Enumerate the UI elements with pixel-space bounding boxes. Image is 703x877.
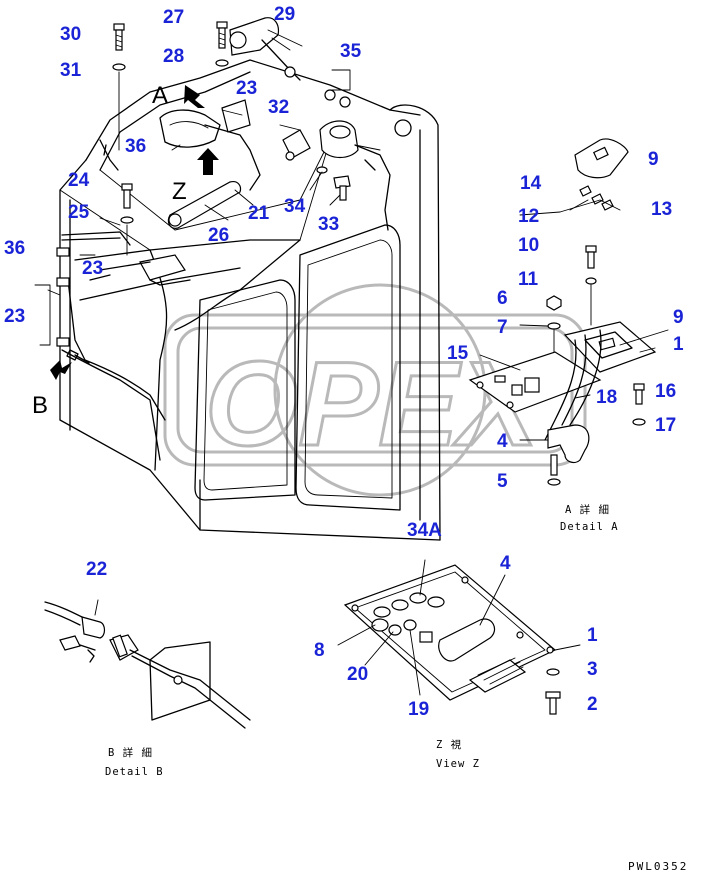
part-label-2: 2 — [587, 694, 598, 715]
part-label-13: 13 — [651, 199, 672, 220]
caption-detail-b-en: Detail B — [105, 766, 164, 778]
part-label-6: 6 — [497, 288, 508, 309]
view-letter-z: Z — [172, 178, 187, 205]
part-label-27: 27 — [163, 7, 184, 28]
top-components — [50, 17, 391, 380]
drawing-code: PWL0352 — [628, 860, 688, 873]
part-label-18: 18 — [596, 387, 617, 408]
part-label-8: 8 — [314, 640, 325, 661]
part-label-14: 14 — [520, 173, 542, 194]
caption-view-z-en: View Z — [436, 758, 480, 770]
part-label-32: 32 — [268, 97, 289, 118]
part-number-labels: 30 31 27 28 29 35 23 32 36 24 25 34 33 2… — [4, 4, 684, 720]
caption-view-z-jp: Z 視 — [436, 738, 462, 751]
part-label-23-left: 23 — [4, 306, 25, 327]
part-label-5: 5 — [497, 471, 508, 492]
part-label-20: 20 — [347, 664, 368, 685]
watermark-text: OPEX — [205, 337, 545, 471]
part-label-1-low: 1 — [587, 625, 598, 646]
captions: A 詳 細 Detail A B 詳 細 Detail B Z 視 View Z… — [105, 503, 688, 873]
view-letter-b: B — [32, 392, 48, 419]
view-letters: A B Z — [32, 82, 187, 419]
caption-detail-a-en: Detail A — [560, 521, 619, 533]
part-label-29: 29 — [274, 4, 295, 25]
part-label-10: 10 — [518, 235, 539, 256]
part-label-4-low: 4 — [500, 553, 511, 574]
part-label-11: 11 — [518, 269, 539, 290]
part-label-28: 28 — [163, 46, 184, 67]
part-label-26: 26 — [208, 225, 229, 246]
part-label-23-top: 23 — [236, 78, 257, 99]
part-label-7: 7 — [497, 317, 508, 338]
part-label-33: 33 — [318, 214, 339, 235]
part-label-24: 24 — [68, 170, 90, 191]
part-label-15: 15 — [447, 343, 469, 364]
part-label-22: 22 — [86, 559, 107, 580]
caption-detail-a-jp: A 詳 細 — [565, 503, 610, 516]
part-label-36-left: 36 — [4, 238, 25, 259]
part-label-16: 16 — [655, 381, 676, 402]
part-label-9-mid: 9 — [673, 307, 684, 328]
part-label-12: 12 — [518, 206, 539, 227]
part-label-36-top: 36 — [125, 136, 146, 157]
part-label-34a: 34A — [407, 520, 442, 541]
caption-detail-b-jp: B 詳 細 — [108, 746, 153, 759]
part-label-3: 3 — [587, 659, 598, 680]
detail-b-drawing — [44, 599, 251, 729]
part-label-35: 35 — [340, 41, 362, 62]
part-label-9-top: 9 — [648, 149, 659, 170]
part-label-30: 30 — [60, 24, 81, 45]
part-label-19: 19 — [408, 699, 429, 720]
leader-lines-main — [34, 29, 351, 346]
part-label-17: 17 — [655, 415, 676, 436]
part-label-23-mid: 23 — [82, 258, 103, 279]
part-label-4-mid: 4 — [497, 431, 508, 452]
part-label-31: 31 — [60, 60, 82, 81]
detail-a-drawing — [468, 138, 669, 486]
part-label-25: 25 — [68, 202, 90, 223]
part-label-34: 34 — [284, 196, 306, 217]
part-label-21: 21 — [248, 203, 270, 224]
view-letter-a: A — [152, 82, 168, 109]
part-label-1-top: 1 — [673, 334, 684, 355]
view-z-drawing — [337, 559, 581, 715]
